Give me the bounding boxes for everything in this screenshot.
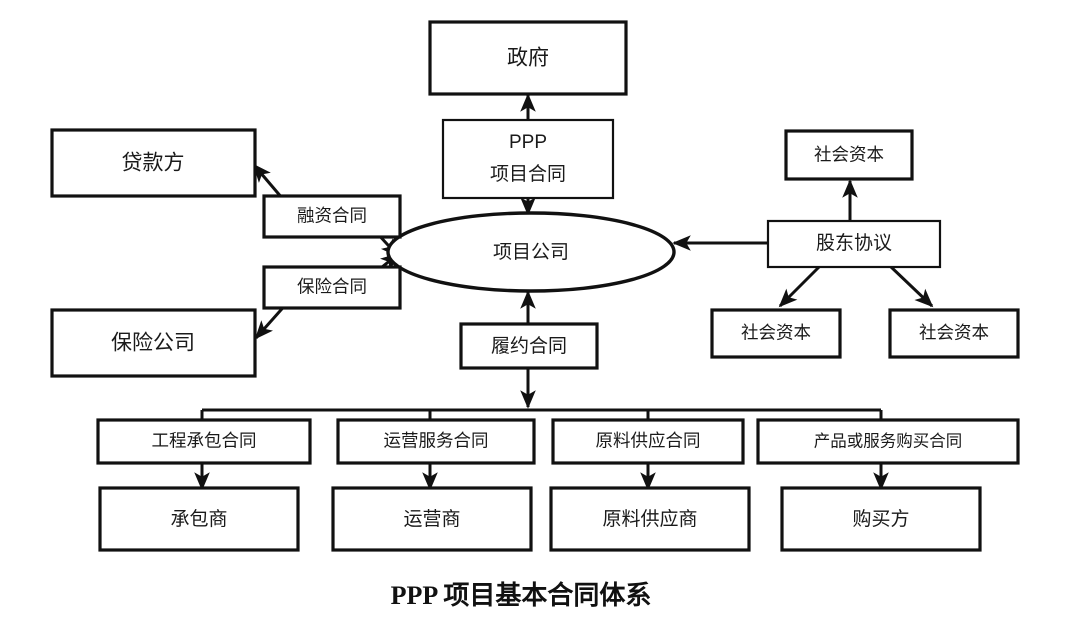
node-financing-contract[interactable]: 融资合同: [262, 194, 402, 239]
social-capital-right-box[interactable]: [888, 308, 1020, 359]
operation-contract-label: 运营服务合同: [384, 431, 489, 451]
financing-contract-box[interactable]: [262, 194, 402, 239]
node-operation-contract[interactable]: 运营服务合同: [336, 418, 536, 465]
node-government[interactable]: 政府: [428, 20, 628, 96]
contractor-label: 承包商: [170, 508, 227, 530]
operator-label: 运营商: [403, 508, 460, 530]
insurance-company-label: 保险公司: [111, 332, 195, 355]
node-performance-contract[interactable]: 履约合同: [459, 322, 599, 370]
node-social-capital-top[interactable]: 社会资本: [784, 129, 914, 181]
financing-contract-label: 融资合同: [297, 206, 367, 226]
node-social-capital-right[interactable]: 社会资本: [888, 308, 1020, 359]
node-social-capital-left[interactable]: 社会资本: [710, 308, 842, 359]
operation-contract-box[interactable]: [336, 418, 536, 465]
node-material-supply-contract[interactable]: 原料供应合同: [551, 418, 745, 465]
figure-caption: PPP 项目基本合同体系: [391, 580, 652, 610]
node-shareholder-agreement[interactable]: 股东协议: [766, 219, 942, 269]
node-purchaser[interactable]: 购买方: [780, 486, 982, 552]
social-capital-left-label: 社会资本: [741, 323, 811, 343]
lender-label: 贷款方: [122, 152, 185, 175]
shareholder-agreement-label: 股东协议: [816, 232, 892, 254]
node-contractor[interactable]: 承包商: [98, 486, 300, 552]
node-purchase-contract[interactable]: 产品或服务购买合同: [756, 418, 1020, 465]
social-capital-top-label: 社会资本: [814, 145, 884, 165]
government-label: 政府: [507, 47, 549, 70]
material-supplier-label: 原料供应商: [602, 508, 697, 530]
insurance-company-box[interactable]: [50, 308, 257, 378]
node-material-supplier[interactable]: 原料供应商: [549, 486, 751, 552]
node-insurance-company[interactable]: 保险公司: [50, 308, 257, 378]
material-supply-contract-box[interactable]: [551, 418, 745, 465]
performance-contract-box[interactable]: [459, 322, 599, 370]
social-capital-right-label: 社会资本: [919, 323, 989, 343]
contractor-box[interactable]: [98, 486, 300, 552]
performance-contract-label: 履约合同: [491, 335, 567, 357]
project-company-label: 项目公司: [493, 242, 569, 263]
ppp-contract-label-line2: 项目合同: [490, 163, 566, 185]
node-project-company[interactable]: 项目公司: [386, 211, 676, 293]
purchase-contract-label: 产品或服务购买合同: [814, 431, 963, 450]
node-operator[interactable]: 运营商: [331, 486, 533, 552]
material-supply-contract-label: 原料供应合同: [596, 431, 701, 451]
node-lender[interactable]: 贷款方: [50, 128, 257, 198]
operator-box[interactable]: [331, 486, 533, 552]
engineering-contract-box[interactable]: [96, 418, 312, 465]
government-box[interactable]: [428, 20, 628, 96]
edge-shareholder-to-social-capital-right: [888, 264, 934, 308]
node-engineering-contract[interactable]: 工程承包合同: [96, 418, 312, 465]
node-ppp-contract[interactable]: PPP 项目合同: [441, 118, 615, 200]
social-capital-left-box[interactable]: [710, 308, 842, 359]
node-insurance-contract[interactable]: 保险合同: [262, 265, 402, 310]
insurance-contract-label: 保险合同: [297, 277, 367, 297]
edge-shareholder-to-social-capital-left: [778, 264, 822, 308]
material-supplier-box[interactable]: [549, 486, 751, 552]
project-company-ellipse[interactable]: [386, 211, 676, 293]
engineering-contract-label: 工程承包合同: [152, 431, 257, 451]
social-capital-top-box[interactable]: [784, 129, 914, 181]
ppp-contract-label-line1: PPP: [509, 132, 547, 153]
purchaser-label: 购买方: [852, 508, 909, 530]
shareholder-agreement-box[interactable]: [766, 219, 942, 269]
purchase-contract-box[interactable]: [756, 418, 1020, 465]
insurance-contract-box[interactable]: [262, 265, 402, 310]
lender-box[interactable]: [50, 128, 257, 198]
ppp-contract-box[interactable]: [441, 118, 615, 200]
purchaser-box[interactable]: [780, 486, 982, 552]
